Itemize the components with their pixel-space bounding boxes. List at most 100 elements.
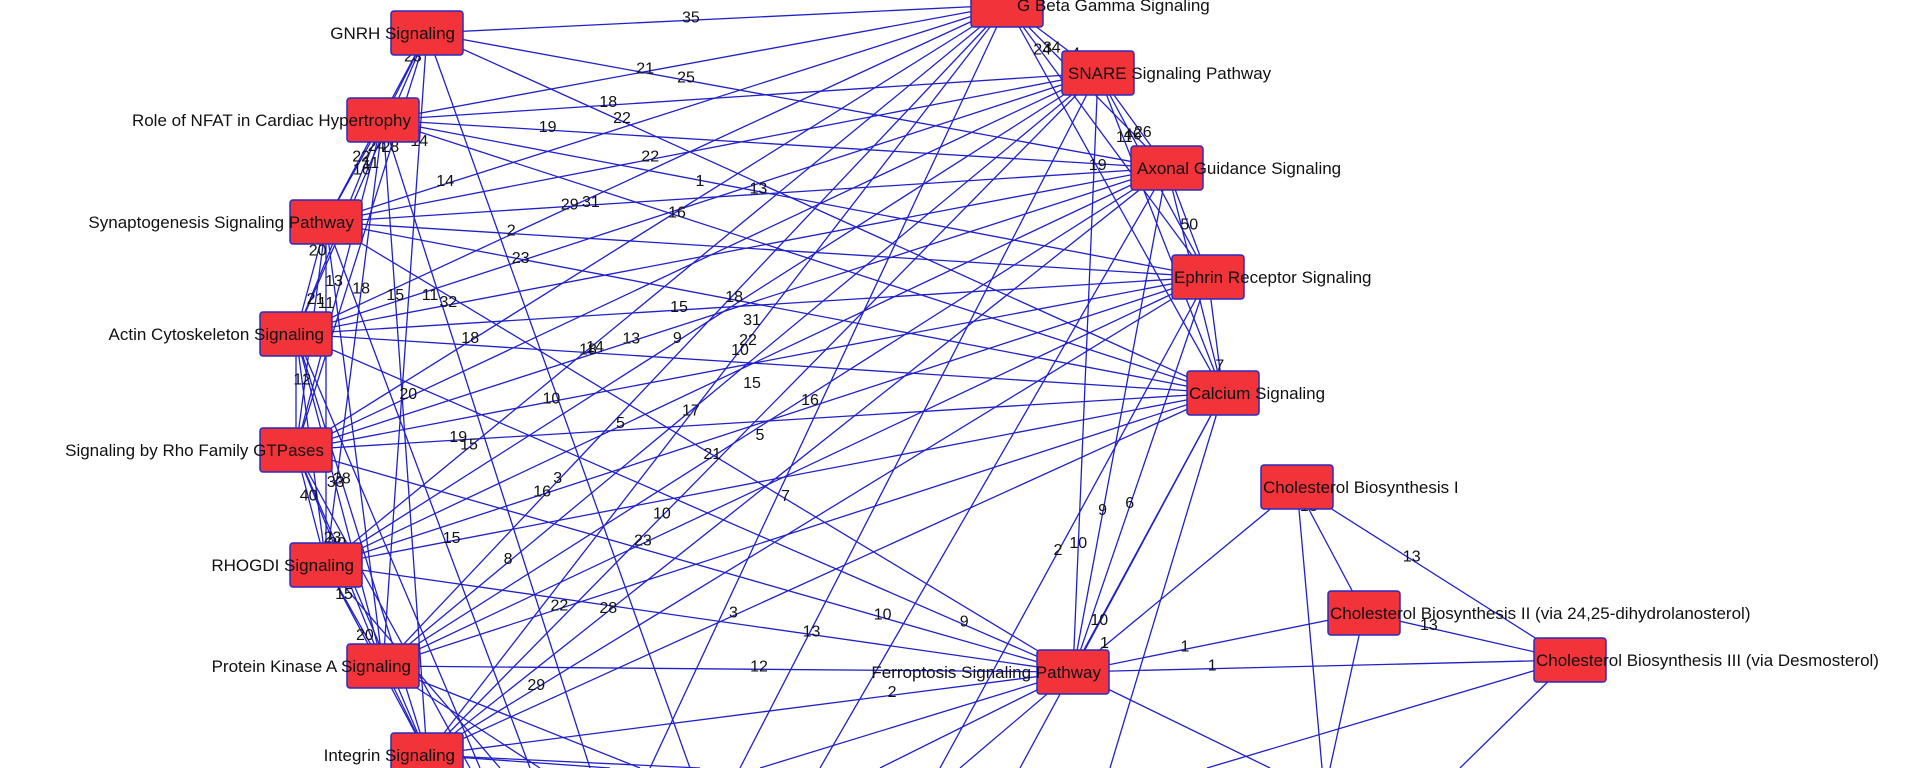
edge-synap-ephrin — [325, 221, 1209, 278]
node-box[interactable] — [346, 643, 420, 689]
node-label: Signaling by Rho Family GTPases — [65, 441, 324, 460]
node-axon[interactable]: Axonal Guidance Signaling — [1130, 145, 1341, 191]
edge-weight-label: 1 — [1100, 635, 1109, 652]
edge-weight-label: 1 — [696, 173, 705, 190]
node-box[interactable] — [1036, 649, 1110, 695]
node-chol2[interactable]: Cholesterol Biosynthesis II (via 24,25-d… — [1327, 590, 1750, 636]
node-nfat[interactable]: Role of NFAT in Cardiac Hypertrophy — [132, 97, 420, 143]
node-snare[interactable]: SNARE Signaling Pathway — [1061, 50, 1272, 96]
edge-weight-label: 20 — [356, 627, 374, 644]
edge-weight-label: 7 — [1215, 358, 1224, 375]
node-chol3[interactable]: Cholesterol Biosynthesis III (via Desmos… — [1533, 637, 1879, 683]
edge-weight-layer: 1111069101213109721313137502643722202940… — [287, 9, 1438, 701]
node-label: Cholesterol Biosynthesis I — [1263, 478, 1459, 497]
node-ephrin[interactable]: Ephrin Receptor Signaling — [1171, 254, 1372, 300]
node-label: G Beta Gamma Signaling — [1017, 0, 1210, 15]
node-label: Role of NFAT in Cardiac Hypertrophy — [132, 111, 412, 130]
edge-weight-label: 15 — [386, 287, 404, 304]
edge-weight-label: 12 — [750, 658, 768, 675]
edge-weight-label: 3 — [729, 605, 738, 622]
edge-weight-label: 22 — [613, 110, 631, 127]
node-ferro[interactable]: Ferroptosis Signaling Pathway — [871, 649, 1110, 695]
edge-weight-label: 18 — [725, 289, 743, 306]
node-pka[interactable]: Protein Kinase A Signaling — [212, 643, 420, 689]
node-box[interactable] — [1130, 145, 1204, 191]
edge-weight-label: 17 — [682, 403, 700, 420]
node-integrin[interactable]: Integrin Signaling — [324, 732, 464, 768]
edge-weight-label: 46 — [1124, 126, 1142, 143]
node-box[interactable] — [1260, 464, 1334, 510]
node-box[interactable] — [289, 542, 363, 588]
edge-weight-label: 26 — [1134, 124, 1152, 141]
edge-weight-label: 13 — [1420, 617, 1438, 634]
edge-actin-axon — [295, 167, 1168, 335]
node-label: Calcium Signaling — [1189, 384, 1325, 403]
edge-weight-label: 15 — [460, 436, 478, 453]
node-box[interactable] — [259, 311, 333, 357]
node-gnrh[interactable]: GNRH Signaling — [330, 10, 464, 56]
node-gbg[interactable]: G Beta Gamma Signaling — [970, 0, 1210, 28]
node-box[interactable] — [1533, 637, 1607, 683]
edge-weight-label: 10 — [731, 342, 749, 359]
node-box[interactable] — [1061, 50, 1135, 96]
edge-weight-label: 19 — [1089, 157, 1107, 174]
edge-weight-label: 28 — [333, 470, 351, 487]
node-chol1[interactable]: Cholesterol Biosynthesis I — [1260, 464, 1459, 510]
node-box[interactable] — [390, 732, 464, 768]
edge-weight-label: 32 — [440, 294, 458, 311]
edge-weight-label: 13 — [803, 624, 821, 641]
node-rho[interactable]: Signaling by Rho Family GTPases — [65, 427, 333, 473]
edge-weight-label: 19 — [539, 119, 557, 136]
edge-weight-label: 18 — [352, 280, 370, 297]
edge-weight-label: 2 — [507, 223, 516, 240]
edge-weight-label: 29 — [527, 677, 545, 694]
edge-nfat-snare — [382, 72, 1099, 121]
edge-actin-calcium — [295, 333, 1224, 394]
node-synap[interactable]: Synaptogenesis Signaling Pathway — [88, 199, 363, 245]
edge-ferro-integrin — [426, 671, 1074, 756]
edge-weight-label: 29 — [561, 196, 579, 213]
node-calcium[interactable]: Calcium Signaling — [1186, 370, 1325, 416]
node-box[interactable] — [1171, 254, 1245, 300]
edge-weight-label: 10 — [1090, 612, 1108, 629]
edge-offscreen-20 — [295, 333, 481, 768]
edge-pka-snare — [382, 72, 1099, 667]
node-box[interactable] — [1327, 590, 1401, 636]
node-rhogdi[interactable]: RHOGDI Signaling — [211, 542, 363, 588]
edge-weight-label: 35 — [682, 9, 700, 26]
node-box[interactable] — [259, 427, 333, 473]
node-label: Cholesterol Biosynthesis II (via 24,25-d… — [1330, 604, 1750, 623]
edge-weight-label: 15 — [443, 530, 461, 547]
edge-weight-label: 15 — [670, 299, 688, 316]
edge-weight-label: 20 — [399, 386, 417, 403]
edge-gbg-calcium — [1006, 4, 1224, 394]
edge-weight-label: 6 — [1125, 495, 1134, 512]
edge-weight-label: 28 — [599, 600, 617, 617]
edge-weight-label: 16 — [533, 483, 551, 500]
edge-weight-label: 10 — [1069, 535, 1087, 552]
edge-weight-label: 8 — [504, 551, 513, 568]
edge-integrin-snare — [426, 72, 1099, 756]
edge-rhogdi-gbg — [325, 4, 1008, 566]
edge-ferro-chol3 — [1072, 659, 1571, 673]
node-box[interactable] — [1186, 370, 1260, 416]
edge-weight-label: 18 — [579, 342, 597, 359]
edge-weight-label: 5 — [616, 415, 625, 432]
node-box[interactable] — [346, 97, 420, 143]
node-box[interactable] — [390, 10, 464, 56]
node-box[interactable] — [970, 0, 1044, 28]
edge-weight-label: 22 — [551, 598, 569, 615]
edge-rhogdi-ephrin — [325, 276, 1209, 566]
edge-pka-ephrin — [382, 276, 1209, 667]
edge-weight-label: 31 — [582, 194, 600, 211]
node-box[interactable] — [289, 199, 363, 245]
edge-weight-label: 21 — [636, 61, 654, 78]
node-actin[interactable]: Actin Cytoskeleton Signaling — [109, 311, 333, 357]
edge-weight-label: 22 — [352, 148, 370, 165]
edge-weight-label: 13 — [750, 180, 768, 197]
edge-pka-calcium — [382, 392, 1224, 667]
node-label: Ephrin Receptor Signaling — [1174, 268, 1372, 287]
edge-weight-label: 50 — [1180, 216, 1198, 233]
edge-weight-label: 31 — [743, 312, 761, 329]
edge-weight-label: 19 — [449, 429, 467, 446]
